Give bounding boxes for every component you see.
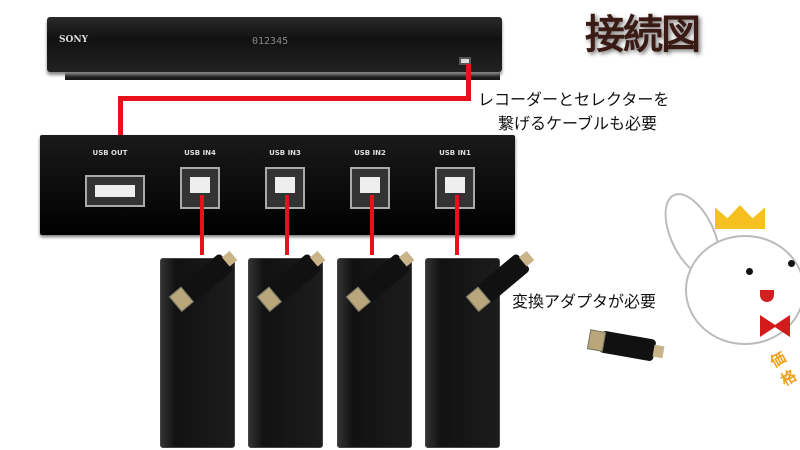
port-label-usb-in4: USB IN4	[184, 149, 216, 157]
adapter-annotation: 変換アダプタが必要	[512, 292, 657, 311]
usb-adapter-held	[586, 329, 665, 362]
usb-selector: USB OUT USB IN4 USB IN3 USB IN2 USB IN1	[40, 135, 515, 235]
badge-text: 価格	[767, 348, 800, 390]
port-label-usb-in1: USB IN1	[439, 149, 471, 157]
external-hdd	[337, 258, 412, 448]
port-label-usb-out: USB OUT	[92, 149, 128, 157]
cable-segment	[466, 64, 471, 100]
cable-annotation: レコーダーとセレクターを 繋げるケーブルも必要	[478, 88, 669, 136]
cable-segment	[118, 96, 471, 101]
cable-in2	[370, 195, 374, 255]
recorder-base	[65, 72, 500, 80]
ribbon-icon	[760, 315, 790, 337]
cable-annotation-line1: レコーダーとセレクターを	[478, 90, 670, 109]
cable-in4	[200, 195, 204, 255]
recorder-brand: SONY	[59, 35, 88, 45]
port-label-usb-in2: USB IN2	[354, 149, 386, 157]
rabbit-illustration: 価格	[653, 184, 800, 420]
cable-in3	[285, 195, 289, 255]
cable-annotation-line2: 繋げるケーブルも必要	[498, 114, 658, 133]
recorder-usb-port	[459, 57, 471, 65]
cable-in1	[455, 195, 459, 255]
recorder-display: 012345	[252, 36, 289, 47]
diagram-title: 接続図	[585, 12, 701, 58]
blu-ray-recorder: SONY 012345	[47, 17, 502, 72]
port-label-usb-in3: USB IN3	[269, 149, 301, 157]
crown-icon	[715, 205, 765, 229]
usb-out-port	[85, 175, 145, 207]
